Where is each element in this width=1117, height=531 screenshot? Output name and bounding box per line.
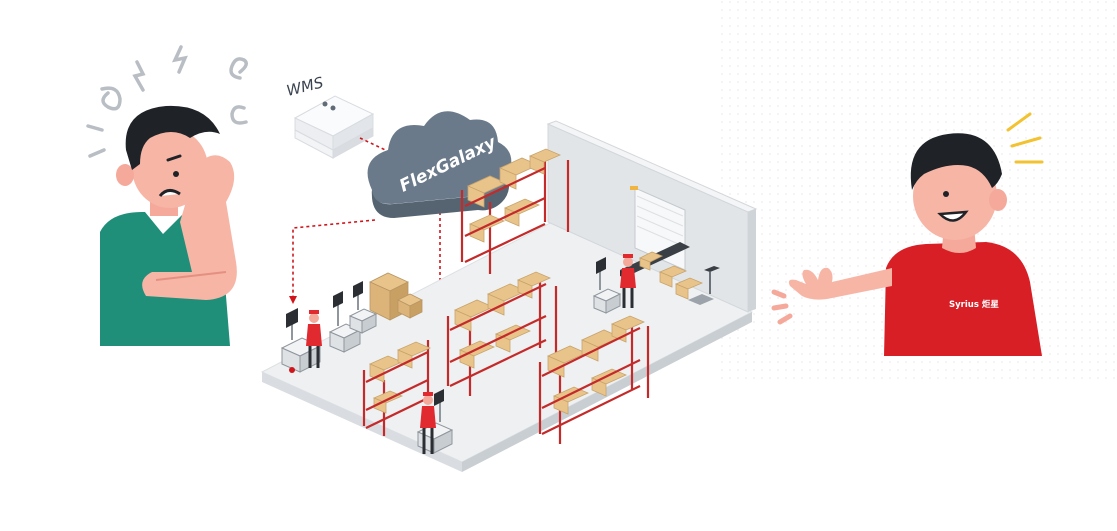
worker-icons xyxy=(306,186,638,454)
shelf-icon xyxy=(362,148,650,444)
shirt-brand: Syrius 炬星 xyxy=(949,299,999,310)
wms-label: WMS xyxy=(285,73,326,100)
server-icon xyxy=(293,95,375,159)
box-icon xyxy=(369,272,423,321)
robot-icon xyxy=(280,257,622,454)
confused-person-icon xyxy=(86,45,248,346)
conveyor-icon xyxy=(620,242,720,305)
happy-person-icon xyxy=(771,112,1044,356)
cloud-icon xyxy=(367,111,512,218)
